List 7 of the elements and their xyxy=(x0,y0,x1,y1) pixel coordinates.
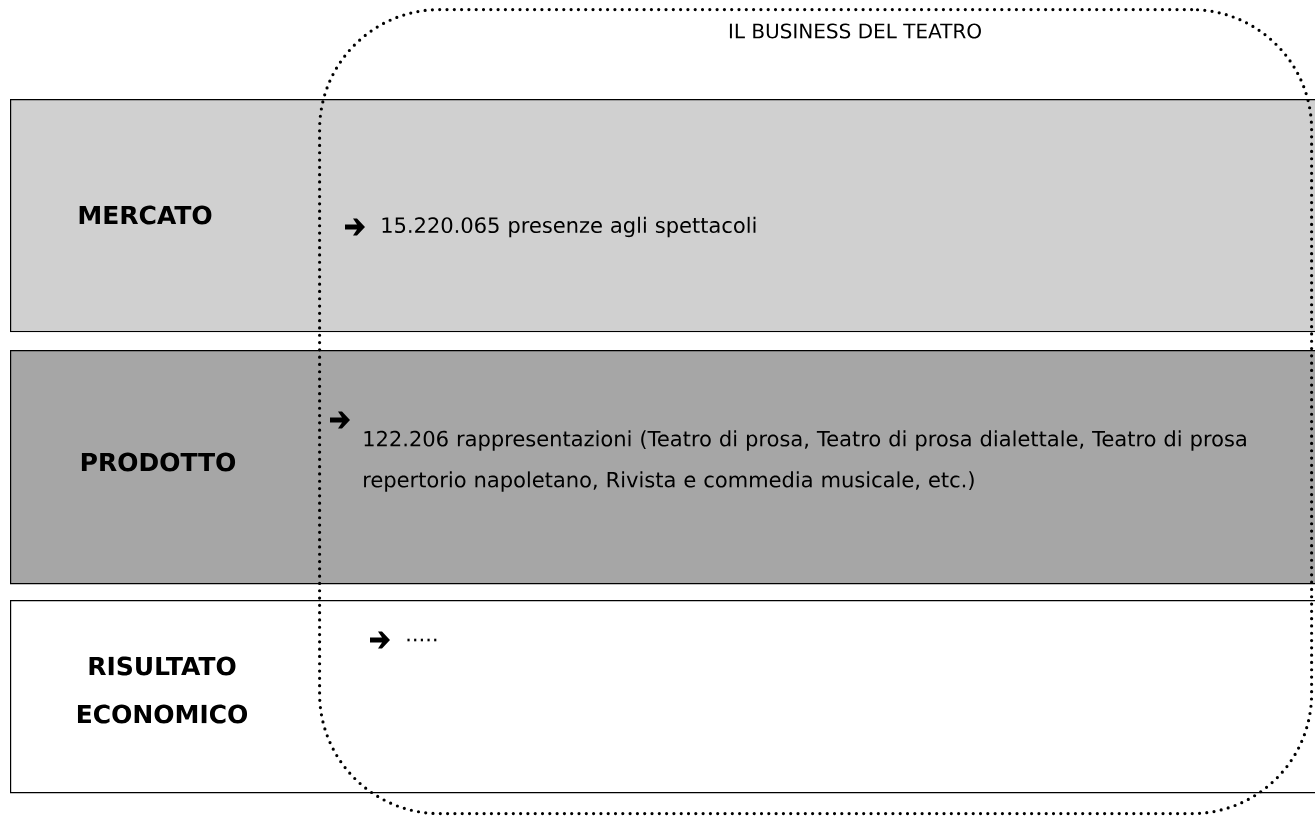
band-heading: MERCATO xyxy=(79,205,212,225)
band-text: 122.206 rappresentazioni (Teatro di prosa, Teatro di prosa dialettale, Teatro di prosa repertorio napoletano, Rivista e commedia musicale, etc.) xyxy=(364,430,1246,492)
band-text: 15.220.065 presenze agli spettacoli xyxy=(382,216,756,238)
title: IL BUSINESS DEL TEATRO xyxy=(729,23,981,39)
band-heading: RISULTATO ECONOMICO xyxy=(77,656,248,724)
band-heading: PRODOTTO xyxy=(81,452,236,472)
band-text: ..... xyxy=(407,638,437,642)
